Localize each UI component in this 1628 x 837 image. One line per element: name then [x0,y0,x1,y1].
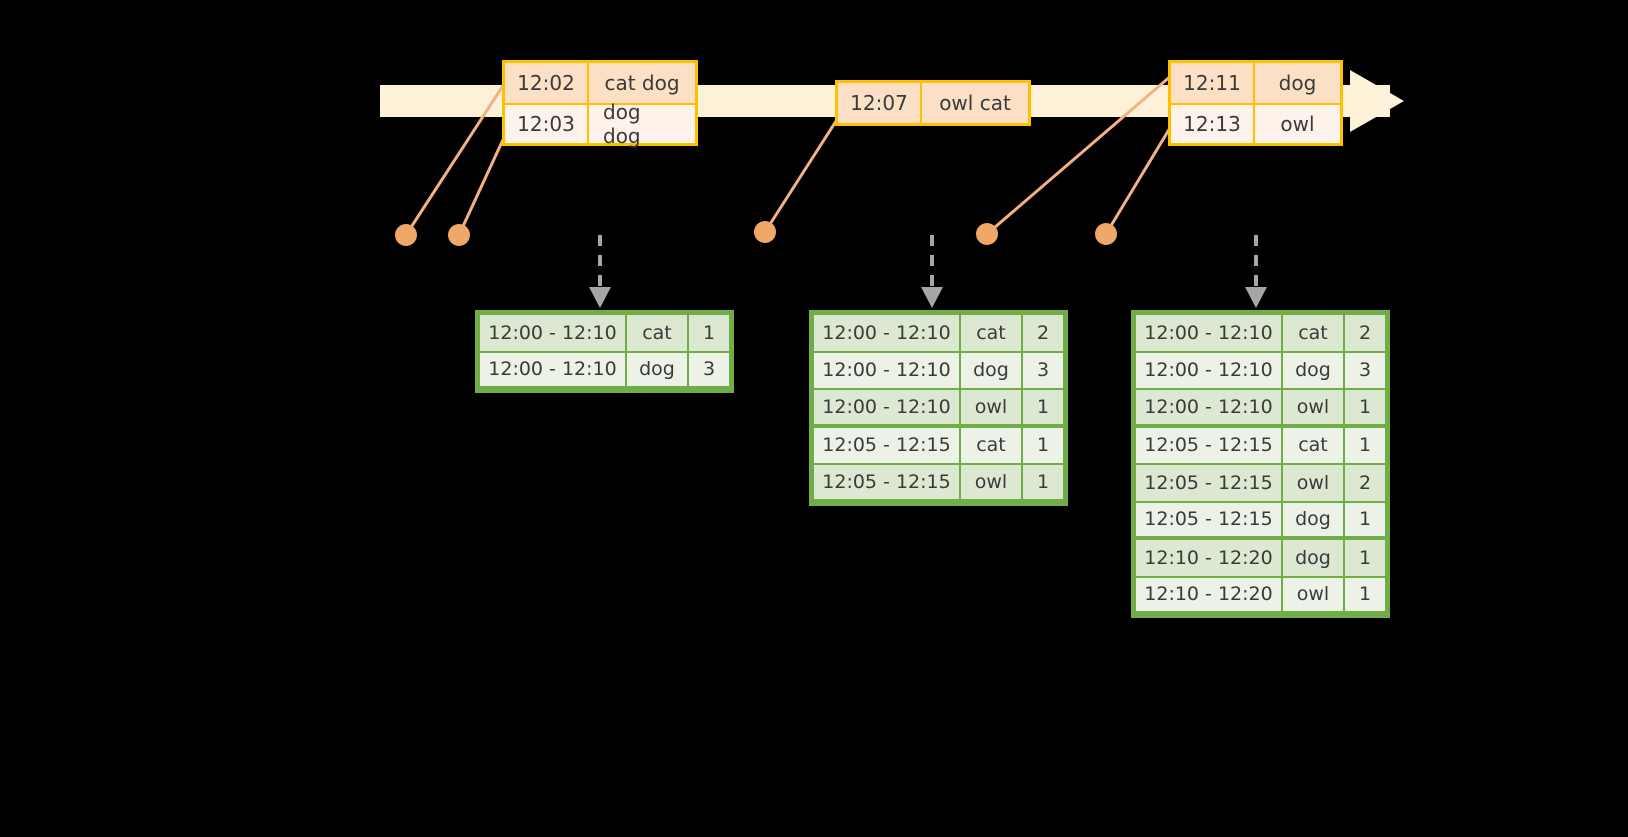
window-range-cell: 12:00 - 12:10 [1135,351,1282,389]
event-words: cat dog [604,71,680,95]
window-range-cell: 12:00 - 12:10 [1135,314,1282,352]
emit-arrows [589,235,1267,308]
event-dots [395,221,1117,246]
event-time: 12:07 [838,83,922,123]
event-dot-5 [1095,223,1117,245]
count-cell: 1 [1022,426,1064,464]
window-range-cell: 12:10 - 12:20 [1135,576,1282,614]
event-time: 12:03 [505,105,589,143]
timeline-event-row: 12:07 owl cat [838,83,1028,123]
count-cell: 1 [1344,576,1386,614]
count-cell: 3 [1344,351,1386,389]
event-words: dog [1278,71,1317,95]
window-range-cell: 12:05 - 12:15 [813,426,960,464]
word-cell: owl [1282,389,1344,427]
timeline-event-box-2[interactable]: 12:07 owl cat [835,80,1031,126]
word-cell: cat [960,426,1022,464]
word-cell: dog [1282,539,1344,577]
window-range-cell: 12:00 - 12:10 [479,351,626,389]
count-cell: 1 [1344,389,1386,427]
timeline-event-row: 12:13 owl [1171,103,1340,143]
window-range-cell: 12:05 - 12:15 [1135,501,1282,539]
event-dot-3 [754,221,776,243]
emit-arrow-1 [589,235,611,308]
timeline-event-row: 12:03 dog dog [505,100,695,148]
word-cell: cat [626,314,688,352]
window-range-cell: 12:00 - 12:10 [813,314,960,352]
word-cell: owl [960,464,1022,502]
count-cell: 2 [1344,464,1386,502]
event-dot-2 [448,224,470,246]
connector-line-3 [763,117,840,233]
count-cell: 1 [688,314,730,352]
connector-line-5 [1104,117,1178,235]
word-cell: dog [1282,351,1344,389]
count-cell: 3 [688,351,730,389]
event-time: 12:11 [1171,63,1255,103]
event-time: 12:02 [505,63,589,103]
count-cell: 1 [1344,539,1386,577]
count-cell: 1 [1022,464,1064,502]
word-cell: dog [960,351,1022,389]
window-range-cell: 12:05 - 12:15 [1135,426,1282,464]
count-cell: 1 [1344,501,1386,539]
count-cell: 1 [1344,426,1386,464]
window-range-cell: 12:00 - 12:10 [813,351,960,389]
word-cell: cat [960,314,1022,352]
event-dot-1 [395,224,417,246]
word-cell: owl [1282,464,1344,502]
event-dot-4 [976,223,998,245]
count-cell: 2 [1344,314,1386,352]
event-words: dog dog [603,100,641,148]
word-cell: owl [1282,576,1344,614]
word-cell: cat [1282,314,1344,352]
count-cell: 2 [1022,314,1064,352]
event-time: 12:13 [1171,105,1255,143]
connector-line-1 [404,77,510,236]
emit-arrow-2 [921,235,943,308]
event-words: owl cat [939,91,1011,115]
window-range-cell: 12:00 - 12:10 [1135,389,1282,427]
window-range-cell: 12:05 - 12:15 [813,464,960,502]
timeline-event-box-1[interactable]: 12:02 cat dog 12:03 dog dog [502,60,698,148]
word-cell: owl [960,389,1022,427]
window-range-cell: 12:00 - 12:10 [479,314,626,352]
window-range-cell: 12:05 - 12:15 [1135,464,1282,502]
word-cell: cat [1282,426,1344,464]
emit-arrow-3 [1245,235,1267,308]
window-range-cell: 12:00 - 12:10 [813,389,960,427]
word-cell: dog [626,351,688,389]
event-words: owl [1280,112,1315,136]
timeline-event-row: 12:02 cat dog [505,63,695,103]
timeline-event-row: 12:11 dog [1171,63,1340,103]
count-cell: 1 [1022,389,1064,427]
window-range-cell: 12:10 - 12:20 [1135,539,1282,577]
word-cell: dog [1282,501,1344,539]
timeline-event-box-3[interactable]: 12:11 dog 12:13 owl [1168,60,1343,146]
count-cell: 3 [1022,351,1064,389]
